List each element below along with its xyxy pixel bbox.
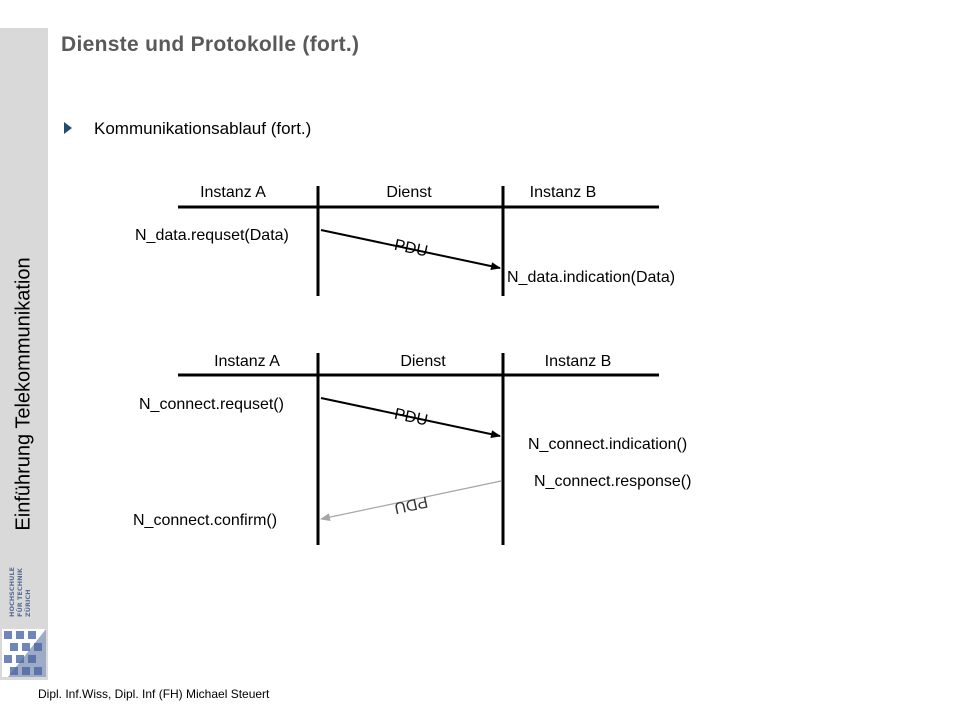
pdu-label: PDU	[393, 237, 430, 261]
header-instanz-b: Instanz B	[545, 353, 612, 370]
pdu-back-arrow	[320, 480, 502, 522]
logo-line-2: FÜR TECHNIK	[15, 567, 24, 617]
pdu-back-label: PDU	[393, 493, 430, 517]
request-label: N_connect.requset()	[139, 396, 284, 413]
diagram-connection-setup: Instanz A Dienst Instanz B N_connect.req…	[133, 353, 691, 545]
confirm-label: N_connect.confirm()	[133, 512, 277, 529]
logo-line-3: ZÜRICH	[23, 589, 32, 617]
logo-line-1: HOCHSCHULE	[8, 567, 16, 617]
pdu-forward-label: PDU	[393, 406, 430, 430]
diagram-data-transfer: Instanz A Dienst Instanz B N_data.requse…	[135, 184, 675, 296]
header-instanz-b: Instanz B	[530, 184, 597, 201]
header-instanz-a: Instanz A	[200, 184, 266, 201]
indication-label: N_connect.indication()	[528, 436, 687, 453]
school-logo: HOCHSCHULE FÜR TECHNIK ZÜRICH	[0, 555, 48, 679]
header-dienst: Dienst	[386, 184, 432, 201]
header-instanz-a: Instanz A	[214, 353, 280, 370]
logo-grid-icon	[2, 629, 46, 677]
request-label: N_data.requset(Data)	[135, 227, 289, 244]
pdu-forward-arrow	[320, 397, 501, 439]
bullet-text: Kommunikationsablauf (fort.)	[94, 119, 312, 138]
slide-title: Dienste und Protokolle (fort.)	[61, 33, 360, 56]
footer-author: Dipl. Inf.Wiss, Dipl. Inf (FH) Michael S…	[38, 687, 270, 701]
indication-label: N_data.indication(Data)	[507, 269, 675, 286]
header-dienst: Dienst	[400, 353, 446, 370]
pdu-arrow	[320, 229, 501, 271]
bullet-arrow-icon	[64, 122, 72, 134]
response-label: N_connect.response()	[534, 473, 691, 490]
